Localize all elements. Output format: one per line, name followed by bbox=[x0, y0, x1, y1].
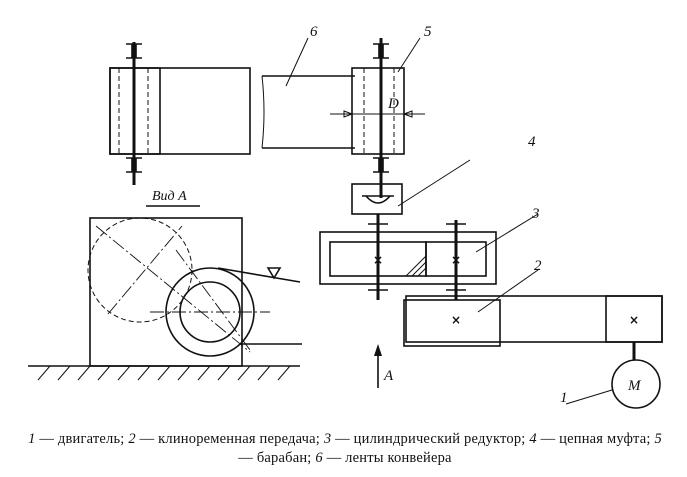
shaft-mark: × bbox=[451, 313, 461, 327]
shaft-mark: × bbox=[451, 253, 461, 267]
caption-text: — ленты конвейера bbox=[322, 450, 452, 466]
label-belt: 2 bbox=[534, 258, 542, 274]
label-motor-symbol: М bbox=[627, 378, 642, 394]
label-coupling: 4 bbox=[528, 134, 536, 150]
label-belt-conveyor: 6 bbox=[310, 24, 318, 40]
caption-num: 4 bbox=[529, 431, 537, 447]
label-motor: 1 bbox=[560, 390, 568, 406]
left-drum bbox=[109, 42, 251, 185]
label-reducer: 3 bbox=[531, 206, 540, 222]
caption-num: 1 bbox=[28, 431, 36, 447]
shaft-mark: × bbox=[629, 313, 639, 327]
conveyor-belt bbox=[261, 37, 355, 149]
electric-motor bbox=[565, 342, 661, 409]
caption-text: — двигатель; bbox=[35, 431, 129, 447]
caption-num: 2 bbox=[128, 431, 136, 447]
caption-num: 6 bbox=[315, 450, 323, 466]
chain-coupling bbox=[351, 159, 471, 232]
caption-num: 5 bbox=[654, 431, 662, 447]
drive-drum bbox=[330, 37, 425, 198]
figure-caption: 1 — двигатель; 2 — клиноременная передач… bbox=[20, 430, 670, 468]
shaft-mark: × bbox=[373, 253, 383, 267]
label-view-title: Вид А bbox=[152, 189, 187, 204]
v-belt-drive bbox=[403, 269, 663, 347]
caption-text: — цепная муфта; bbox=[536, 431, 655, 447]
cylindrical-reducer bbox=[319, 213, 539, 300]
label-drum: 5 bbox=[424, 24, 432, 40]
label-view-mark: A bbox=[383, 368, 394, 384]
view-a bbox=[28, 205, 302, 381]
caption-text: — цилиндрический редуктор; bbox=[331, 431, 530, 447]
caption-text: — клиноременная передача; bbox=[135, 431, 324, 447]
caption-text: — барабан; bbox=[238, 450, 316, 466]
label-diameter: D bbox=[387, 96, 399, 112]
view-a-arrow bbox=[374, 344, 382, 388]
caption-num: 3 bbox=[323, 431, 332, 447]
